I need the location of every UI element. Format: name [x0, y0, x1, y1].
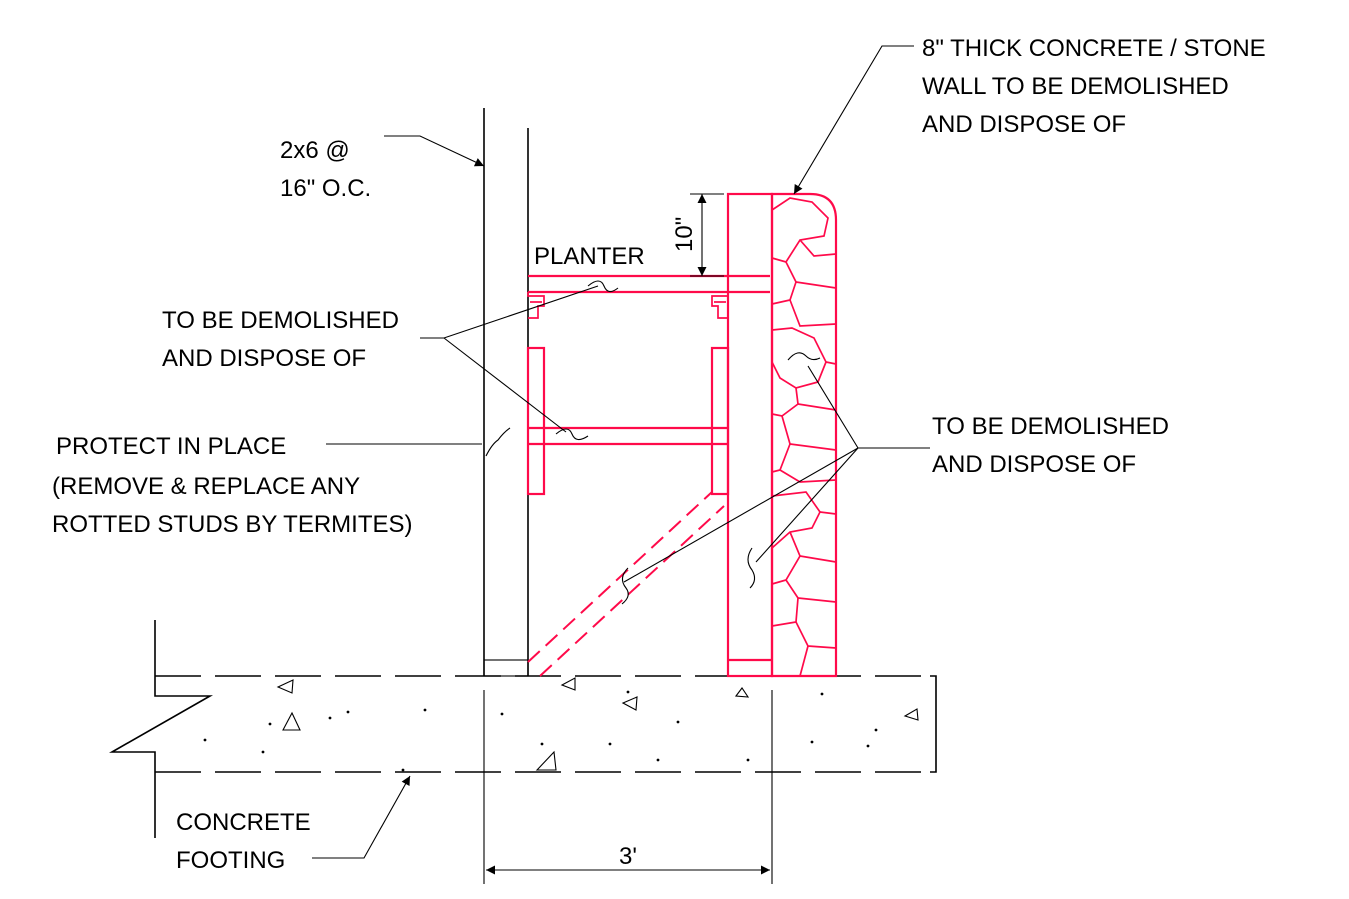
dimension-10-inch: [690, 193, 724, 277]
stud-note-line-1: 2x6 @: [280, 137, 350, 164]
stud-note-line-2: 16" O.C.: [280, 175, 371, 202]
wall-note-line-2: WALL TO BE DEMOLISHED: [922, 73, 1229, 100]
aggregate-marks: [276, 677, 919, 771]
concrete-footing: [108, 620, 937, 838]
dimension-3-feet: [483, 690, 773, 884]
protect-note: PROTECT IN PLACE (REMOVE & REPLACE ANY R…: [52, 433, 412, 538]
existing-stud-wall: [483, 108, 529, 677]
dimension-3-feet-label: 3': [619, 843, 637, 870]
planter-framing: [526, 274, 770, 677]
footing-note-line-2: FOOTING: [176, 847, 285, 874]
dimension-10-inch-label: 10": [671, 217, 698, 252]
aggregate-dots: [203, 690, 878, 772]
wall-note-line-3: AND DISPOSE OF: [922, 111, 1126, 138]
protect-note-line-1: PROTECT IN PLACE: [56, 433, 286, 460]
footing-note: CONCRETE FOOTING: [176, 809, 311, 874]
leader-lines: [312, 45, 930, 859]
demolish-note-right-line-2: AND DISPOSE OF: [932, 451, 1136, 478]
demolish-note-right-line-1: TO BE DEMOLISHED: [932, 413, 1169, 440]
wall-note: 8" THICK CONCRETE / STONE WALL TO BE DEM…: [922, 35, 1266, 138]
protect-note-line-3: ROTTED STUDS BY TERMITES): [52, 511, 412, 538]
protect-note-line-2: (REMOVE & REPLACE ANY: [52, 473, 360, 500]
break-line: [108, 620, 214, 838]
wall-note-line-1: 8" THICK CONCRETE / STONE: [922, 35, 1266, 62]
demolish-note-left-line-2: AND DISPOSE OF: [162, 345, 366, 372]
concrete-stone-wall: [726, 192, 838, 678]
demolish-note-right: TO BE DEMOLISHED AND DISPOSE OF: [932, 413, 1169, 478]
planter-label: PLANTER: [534, 243, 645, 270]
stud-note: 2x6 @ 16" O.C.: [280, 137, 371, 202]
demolish-note-left-line-1: TO BE DEMOLISHED: [162, 307, 399, 334]
footing-note-line-1: CONCRETE: [176, 809, 311, 836]
demolish-note-left: TO BE DEMOLISHED AND DISPOSE OF: [162, 307, 399, 372]
